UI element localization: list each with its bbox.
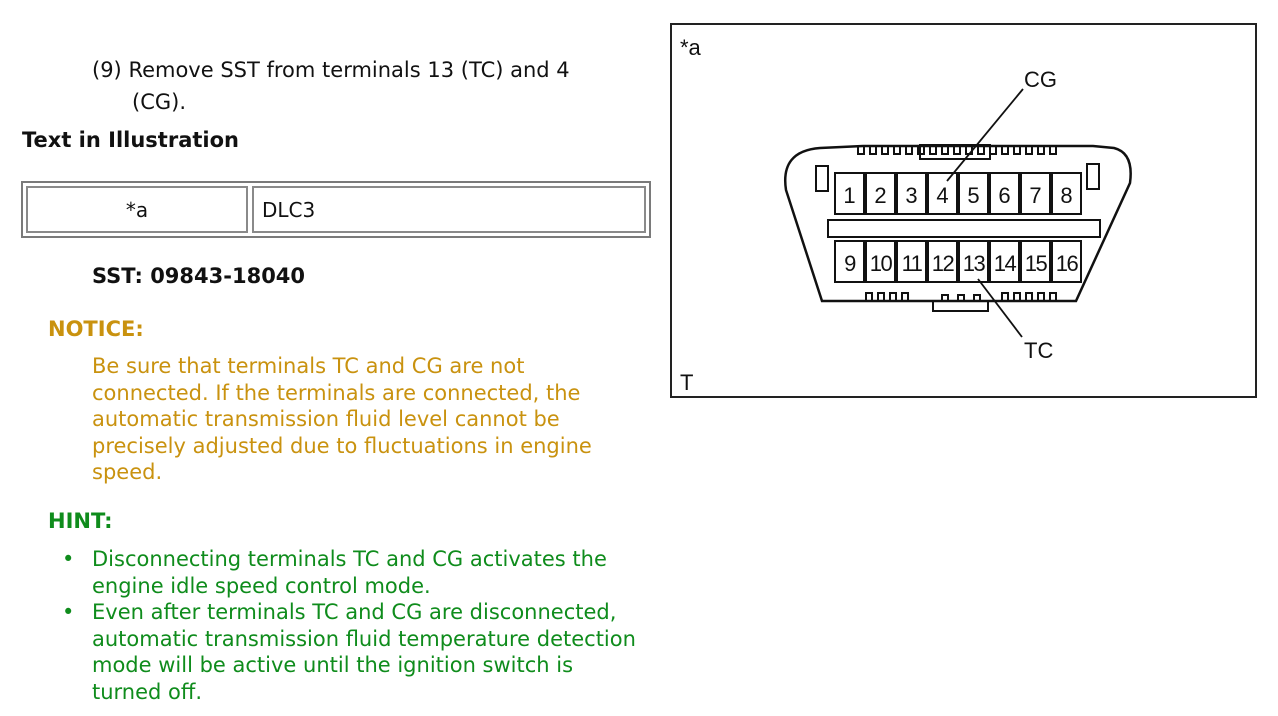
illustration-key-label: *a — [680, 35, 702, 60]
step-text-line-1: Remove SST from terminals 13 (TC) and 4 — [128, 58, 570, 82]
legend-key-cell: *a — [26, 186, 248, 233]
pin-13-label: 13 — [963, 251, 986, 276]
pin-14-box — [989, 240, 1020, 283]
pin-6-box — [989, 172, 1020, 215]
notice-line: precisely adjusted due to fluctuations i… — [92, 433, 592, 458]
pin-11-label: 11 — [902, 251, 923, 276]
pin-8-box — [1051, 172, 1082, 215]
left-side-slot — [815, 165, 829, 192]
illustration-legend-table: *a DLC3 — [21, 181, 651, 238]
pin-12-box — [927, 240, 958, 283]
pin-7-label: 7 — [1029, 183, 1041, 208]
pin-6-label: 6 — [998, 183, 1010, 208]
center-divider-bar — [827, 219, 1101, 238]
pin-7-box — [1020, 172, 1051, 215]
bullet-icon: • — [62, 547, 75, 571]
connector-outline — [783, 144, 1132, 303]
hint-heading: HINT: — [48, 509, 113, 533]
hint-line: mode will be active until the ignition s… — [92, 653, 574, 677]
pin-5-label: 5 — [967, 183, 979, 208]
notice-heading: NOTICE: — [48, 317, 144, 341]
text-in-illustration-heading: Text in Illustration — [22, 128, 239, 152]
pin-14-label: 14 — [994, 251, 1017, 276]
procedure-step: (9) Remove SST from terminals 13 (TC) an… — [92, 54, 570, 118]
top-pin-row: 1 2 3 4 5 6 7 8 — [834, 172, 1082, 215]
pin-10-label: 10 — [870, 251, 893, 276]
hint-line: engine idle speed control mode. — [92, 573, 431, 598]
cg-terminal-label: CG — [1024, 67, 1057, 92]
hint-line: Even after terminals TC and CG are disco… — [92, 600, 617, 624]
notice-line: speed. — [92, 460, 163, 484]
bottom-key-tab — [932, 301, 989, 312]
top-key-tab — [919, 144, 991, 160]
tc-terminal-label: TC — [1024, 338, 1053, 363]
hint-item: • Disconnecting terminals TC and CG acti… — [62, 546, 652, 599]
notice-line: Be sure that terminals TC and CG are not — [92, 354, 525, 378]
hint-line: turned off. — [92, 679, 203, 704]
pin-4-box — [927, 172, 958, 215]
notice-body: Be sure that terminals TC and CG are not… — [92, 353, 652, 486]
pin-15-label: 15 — [1025, 251, 1048, 276]
step-text-line-2: (CG). — [132, 90, 186, 114]
pin-3-box — [896, 172, 927, 215]
pin-11-box — [896, 240, 927, 283]
top-comb-ribs — [857, 145, 1057, 155]
illustration-t-label: T — [680, 370, 693, 395]
bullet-icon: • — [62, 600, 75, 624]
pin-5-box — [958, 172, 989, 215]
pin-9-box — [834, 240, 865, 283]
sst-part-number: SST: 09843-18040 — [92, 264, 306, 288]
pin-4-label: 4 — [936, 183, 948, 208]
pin-16-box — [1051, 240, 1082, 283]
pin-3-label: 3 — [905, 183, 917, 208]
bottom-pin-row: 9 10 11 12 13 14 15 16 — [834, 240, 1082, 283]
pin-2-label: 2 — [874, 183, 886, 208]
hint-line: automatic transmission fluid temperature… — [92, 626, 636, 651]
dlc3-connector-illustration: *a T 1 2 3 4 5 6 7 8 — [670, 23, 1257, 398]
right-side-slot — [1086, 163, 1100, 190]
bottom-key-notches — [941, 294, 981, 301]
hint-list: • Disconnecting terminals TC and CG acti… — [62, 546, 652, 705]
hint-line: Disconnecting terminals TC and CG activa… — [92, 547, 607, 571]
cg-leader-line — [946, 88, 1024, 182]
step-number: (9) — [92, 58, 122, 82]
pin-12-label: 12 — [932, 251, 955, 276]
pin-9-label: 9 — [844, 251, 856, 276]
pin-1-label: 1 — [843, 183, 855, 208]
pin-10-box — [865, 240, 896, 283]
notice-line: automatic transmission fluid level canno… — [92, 407, 560, 431]
tc-leader-line — [977, 278, 1023, 338]
bottom-comb-ribs — [865, 292, 1057, 302]
legend-value-cell: DLC3 — [252, 186, 646, 233]
pin-13-box — [958, 240, 989, 283]
pin-8-label: 8 — [1060, 183, 1072, 208]
notice-line: connected. If the terminals are connecte… — [92, 380, 581, 405]
hint-item: • Even after terminals TC and CG are dis… — [62, 599, 652, 705]
pin-16-label: 16 — [1056, 251, 1079, 276]
pin-1-box — [834, 172, 865, 215]
dlc3-connector-svg: *a T 1 2 3 4 5 6 7 8 — [680, 35, 1132, 395]
pin-15-box — [1020, 240, 1051, 283]
pin-2-box — [865, 172, 896, 215]
